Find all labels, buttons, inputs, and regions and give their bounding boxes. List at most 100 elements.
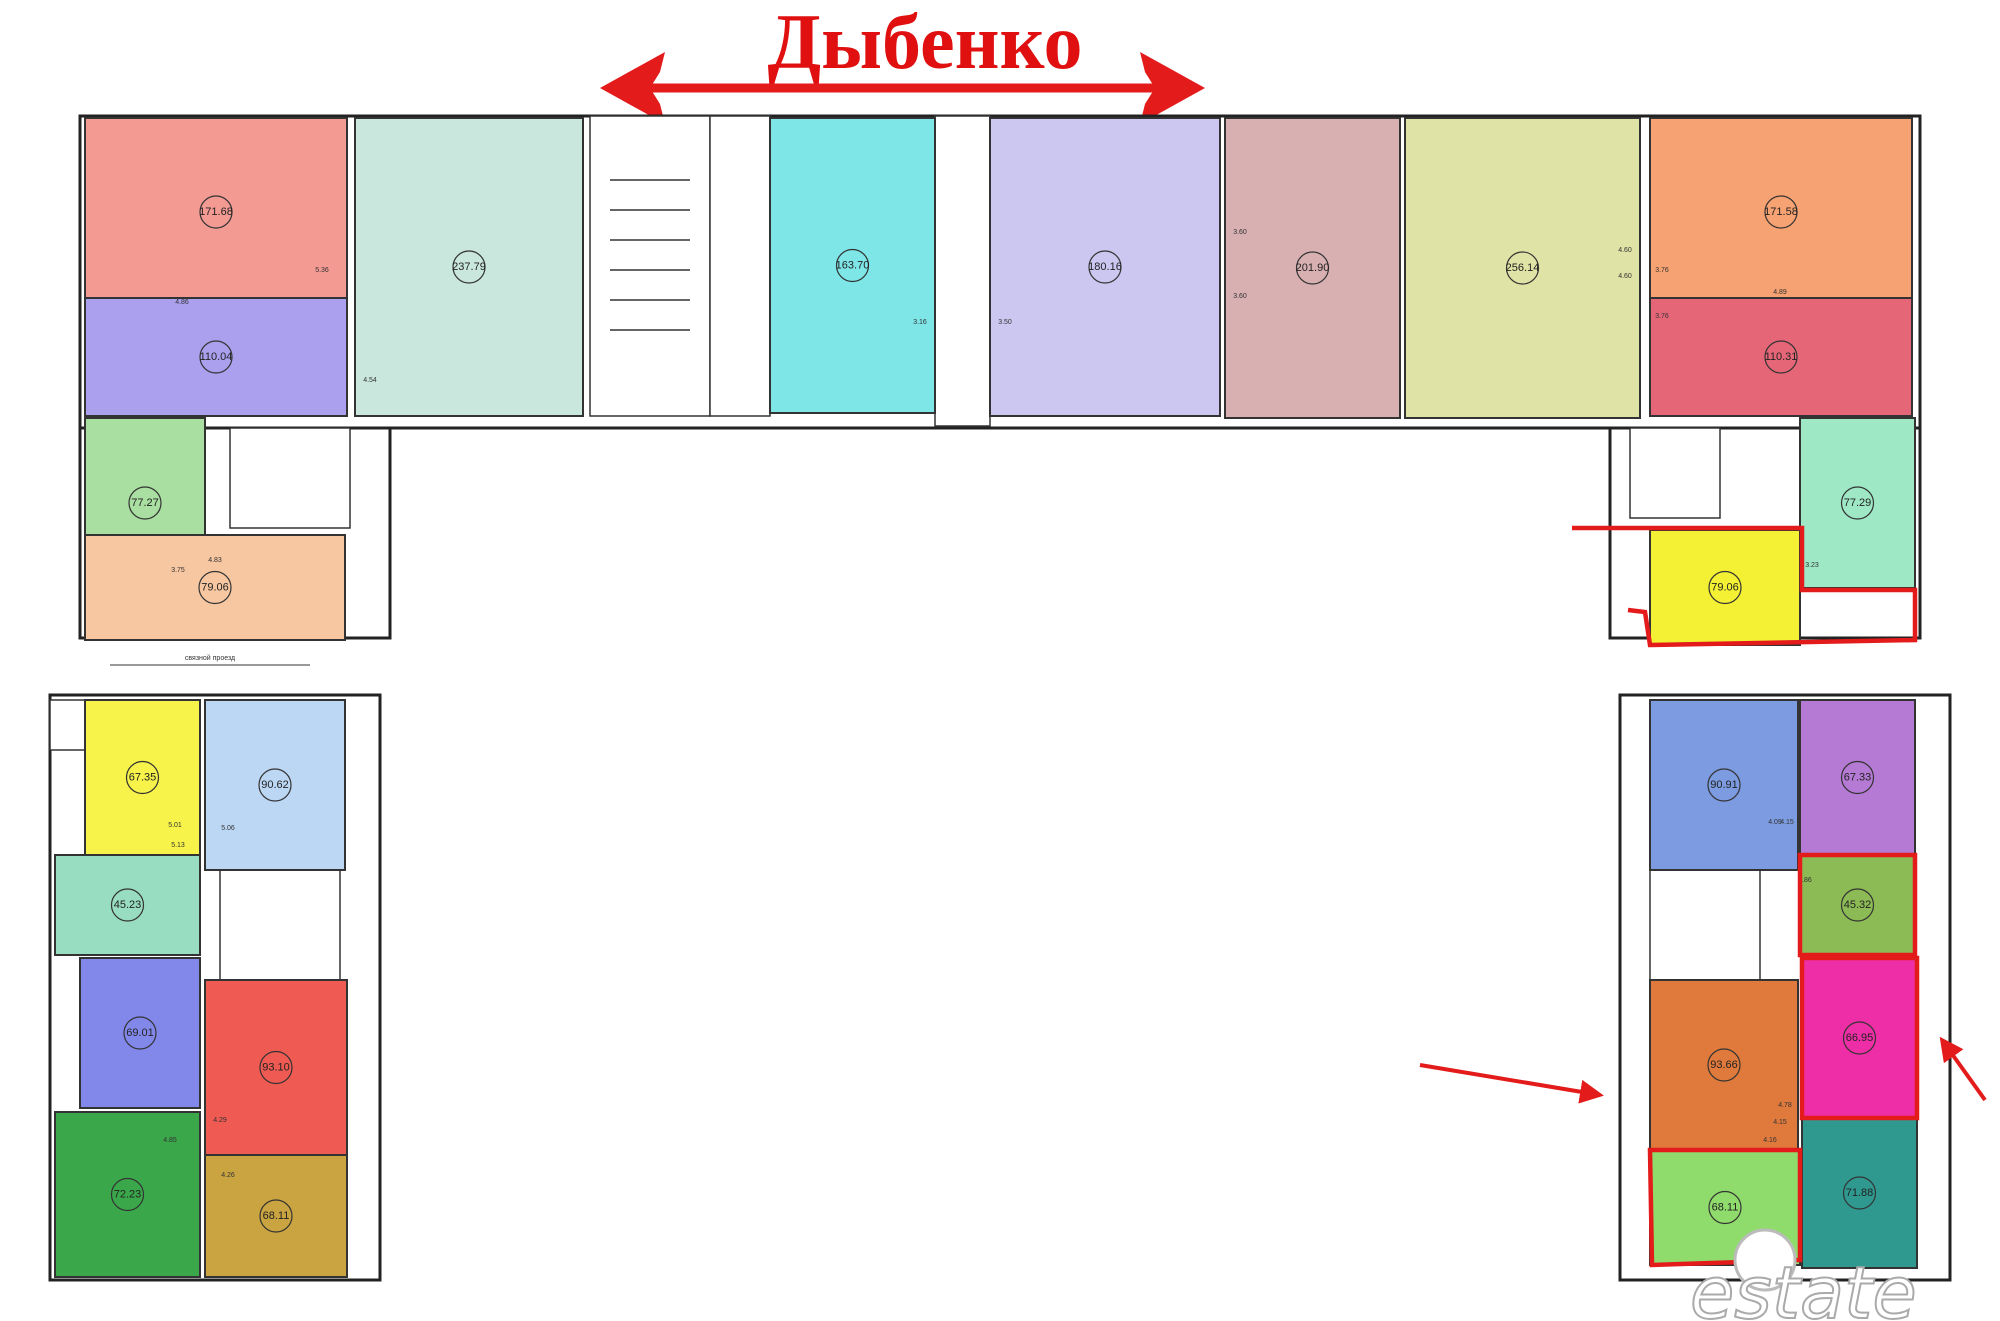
unit-area-label: 93.10	[262, 1061, 290, 1073]
unit-area-fill	[54, 1111, 201, 1278]
unit-area-circle	[128, 486, 162, 520]
svg-text:estate: estate	[1690, 1251, 1917, 1321]
estate-watermark: estate	[1689, 1228, 1918, 1321]
unit-area-fill	[54, 854, 201, 956]
room-area-label: 4.89	[1773, 289, 1787, 296]
room-area-label: 3.86	[1798, 877, 1812, 884]
unit-area-label: 77.27	[131, 497, 159, 509]
unit-u16[interactable]: 45.23	[54, 854, 201, 956]
room-area-label: 3.60	[1233, 293, 1247, 300]
room-area-label: 5.13	[171, 842, 185, 849]
unit-area-circle	[1707, 768, 1741, 802]
unit-area-label: 171.58	[1764, 206, 1798, 218]
unit-area-fill	[1801, 1117, 1918, 1269]
unit-u3[interactable]: 163.70	[769, 117, 936, 414]
room-area-label: 4.85	[163, 1137, 177, 1144]
unit-u14[interactable]: 67.35	[84, 699, 201, 856]
room-area-label: 4.60	[1618, 273, 1632, 280]
unit-area-label: 66.95	[1846, 1032, 1874, 1044]
pointer-arrows	[1419, 1036, 1987, 1104]
unit-u1[interactable]: 171.68	[84, 117, 348, 307]
unit-u17[interactable]: 69.01	[79, 957, 201, 1109]
unit-u9[interactable]: 110.31	[1649, 297, 1913, 417]
room-area-label: 3.23	[1805, 562, 1819, 569]
room-area-label: 3.50	[998, 319, 1012, 326]
unit-u6[interactable]: 256.14	[1404, 117, 1641, 419]
unit-area-fill	[989, 117, 1221, 417]
room-area-label: 4.16	[1763, 1137, 1777, 1144]
unit-area-circle	[1842, 1176, 1877, 1210]
room-area-label: 4.86	[175, 299, 189, 306]
street-double-arrow	[600, 52, 1205, 124]
unit-area-fill	[1649, 117, 1913, 307]
unit-area-label: 69.01	[126, 1027, 154, 1039]
room-area-label: 3.16	[913, 319, 927, 326]
unit-area-label: 201.90	[1296, 262, 1330, 274]
room-area-label: 4.78	[1778, 1102, 1792, 1109]
unit-area-label: 45.32	[1844, 899, 1872, 911]
unit-u5[interactable]: 201.90	[1224, 117, 1401, 419]
unit-u4[interactable]: 180.16	[989, 117, 1221, 417]
unit-area-fill	[204, 1154, 348, 1278]
unit-u8[interactable]: 110.04	[84, 297, 348, 417]
unit-u11[interactable]: 79.06	[84, 534, 346, 641]
room-area-label: 4.54	[363, 377, 377, 384]
unit-u15[interactable]: 90.62	[204, 699, 346, 871]
passage-label: связной проезд	[185, 654, 235, 662]
unit-area-fill	[1649, 297, 1913, 417]
unit-area-circle	[199, 195, 233, 229]
unit-area-fill	[1799, 699, 1916, 856]
unit-u21[interactable]: 90.91	[1649, 699, 1799, 871]
small-room-labels: 4.86 5.36 4.54 3.16 3.50 3.60 3.60 4.60 4.60 3.76…	[163, 229, 1819, 1179]
unit-u27[interactable]: 71.88	[1801, 1117, 1918, 1269]
unit-u22[interactable]: 67.33	[1799, 699, 1916, 856]
room-area-label: 4.60	[1618, 247, 1632, 254]
unit-u25[interactable]: 66.95	[1801, 957, 1918, 1119]
unit-u24[interactable]: 93.66	[1649, 979, 1799, 1151]
room-area-label: 4.83	[208, 557, 222, 564]
unit-u19[interactable]: 72.23	[54, 1111, 201, 1278]
unit-area-circle	[259, 1050, 293, 1085]
unit-area-label: 93.66	[1710, 1059, 1738, 1071]
unit-area-circle	[199, 340, 233, 374]
unit-area-label: 110.04	[200, 351, 233, 363]
unit-area-circle	[1295, 251, 1330, 285]
unit-area-circle	[198, 570, 232, 605]
room-area-label: 3.75	[171, 567, 185, 574]
unit-area-label: 79.06	[201, 581, 229, 593]
unit-area-circle	[1840, 888, 1875, 922]
room-area-label: 4.29	[213, 1117, 227, 1124]
unit-u20[interactable]: 68.11	[204, 1154, 348, 1278]
street-name-label: Дыбенко	[767, 0, 1082, 85]
unit-area-fill	[1649, 979, 1799, 1151]
unit-u2[interactable]: 237.79	[354, 117, 584, 417]
room-area-label: 5.01	[168, 822, 182, 829]
unit-u7[interactable]: 171.58	[1649, 117, 1913, 307]
room-area-label: 5.36	[315, 267, 329, 274]
unit-u23[interactable]: 45.32	[1799, 854, 1916, 956]
unit-area-fill	[84, 699, 201, 856]
unit-u13[interactable]: 79.06	[1649, 529, 1801, 646]
room-area-label: 3.76	[1655, 313, 1669, 320]
unit-area-circle	[1764, 340, 1798, 374]
unit-area-circle	[1708, 1190, 1742, 1225]
unit-area-label: 67.33	[1844, 771, 1872, 783]
unit-area-circle	[259, 1199, 293, 1233]
unit-area-circle	[1505, 251, 1540, 285]
unit-area-circle	[1840, 760, 1875, 795]
unit-area-circle	[1707, 1048, 1741, 1082]
room-area-label: 3.60	[1233, 229, 1247, 236]
unit-area-label: 67.35	[129, 771, 157, 783]
room-area-label: 4.15	[1780, 819, 1794, 826]
unit-area-label: 90.91	[1710, 779, 1738, 791]
unit-area-circle	[1840, 486, 1875, 520]
unit-area-circle	[1708, 570, 1742, 605]
unit-area-label: 110.31	[1765, 351, 1798, 363]
unit-u12[interactable]: 77.29	[1799, 417, 1916, 589]
unit-area-label: 68.11	[263, 1210, 290, 1222]
unit-u18[interactable]: 93.10	[204, 979, 348, 1156]
unit-area-label: 256.14	[1506, 262, 1540, 274]
unit-area-label: 71.88	[1846, 1187, 1874, 1199]
